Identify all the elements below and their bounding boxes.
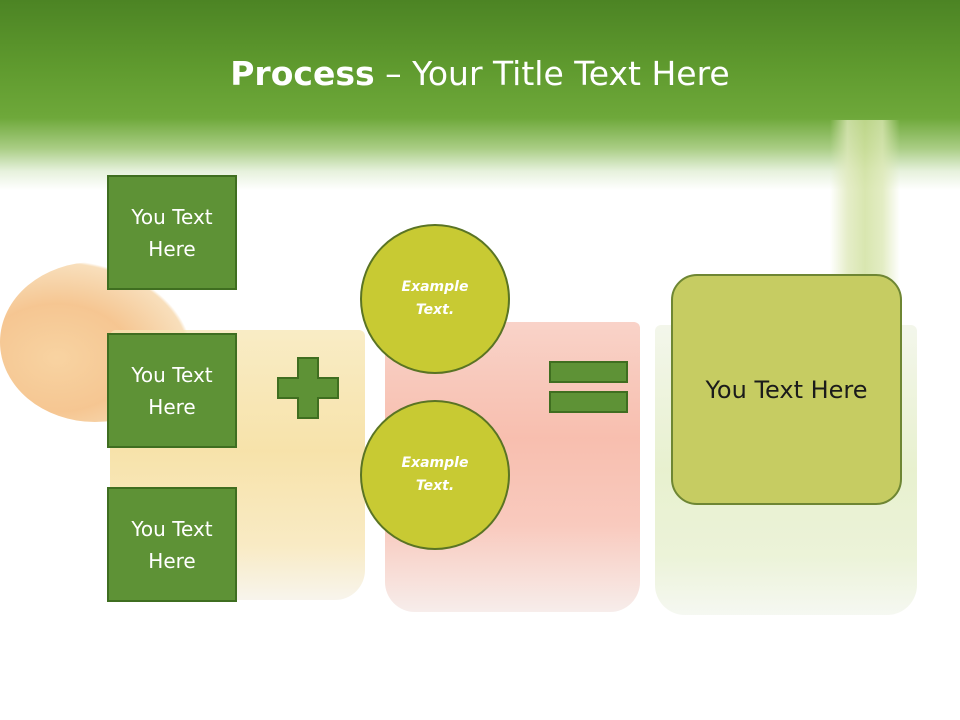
result-box-label: You Text Here	[705, 375, 868, 404]
example-circle-2-label: Example Text.	[401, 455, 469, 494]
text-box-3-label: You Text Here	[131, 516, 213, 573]
example-circle-2[interactable]: Example Text.	[360, 400, 510, 550]
example-circle-1[interactable]: Example Text.	[360, 224, 510, 374]
text-box-1-label: You Text Here	[131, 204, 213, 261]
text-box-1[interactable]: You Text Here	[107, 175, 237, 290]
example-circle-1-label: Example Text.	[401, 279, 469, 318]
text-box-3[interactable]: You Text Here	[107, 487, 237, 602]
text-box-2-label: You Text Here	[131, 362, 213, 419]
slide-title[interactable]: Process – Your Title Text Here	[0, 52, 960, 96]
title-rest: – Your Title Text Here	[374, 54, 730, 93]
equals-icon[interactable]	[549, 361, 629, 415]
title-bold: Process	[230, 54, 375, 93]
text-box-2[interactable]: You Text Here	[107, 333, 237, 448]
header-band	[0, 0, 960, 190]
result-box[interactable]: You Text Here	[671, 274, 902, 505]
plus-icon[interactable]	[276, 356, 340, 420]
